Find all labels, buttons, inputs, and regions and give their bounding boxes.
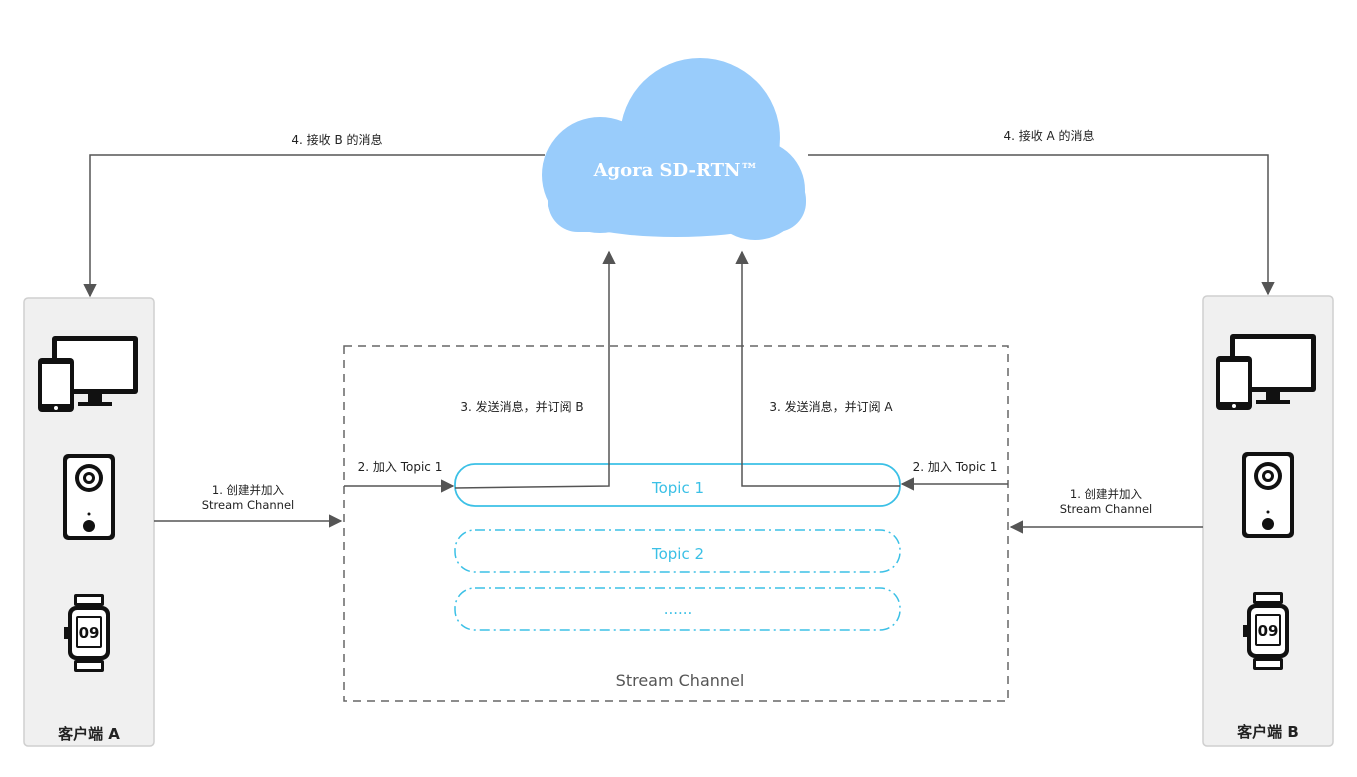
label-send-subscribe-b: 3. 发送消息，并订阅 B <box>460 399 583 414</box>
topic-2-label: Topic 2 <box>651 545 704 563</box>
stream-channel-box <box>343 345 1009 702</box>
topic-2-pill <box>454 529 901 573</box>
client-b-label: 客户端 B <box>1236 723 1299 741</box>
topic-more-label: ...... <box>664 600 693 618</box>
topic-1-pill <box>454 463 901 507</box>
desktop-phone-icon <box>1216 334 1316 410</box>
watch-display-text: 09 <box>79 624 100 642</box>
desktop-phone-icon <box>38 336 138 412</box>
cloud-label: Agora SD-RTN™ <box>593 160 759 181</box>
arrow-receive-a <box>808 154 1275 296</box>
stream-channel-label: Stream Channel <box>616 671 745 690</box>
label-create-join-right-2: Stream Channel <box>1060 502 1152 516</box>
topic-more-pill <box>454 587 901 631</box>
label-join-topic-left: 2. 加入 Topic 1 <box>358 460 443 474</box>
watch-display-text: 09 <box>1258 622 1279 640</box>
label-create-join-left-1: 1. 创建并加入 <box>212 483 285 497</box>
client-b-panel: 09 客户端 B <box>1202 295 1334 747</box>
label-join-topic-right: 2. 加入 Topic 1 <box>913 460 998 474</box>
door-camera-icon <box>63 454 115 540</box>
label-create-join-left-2: Stream Channel <box>202 498 294 512</box>
client-a-panel: 09 客户端 A <box>23 297 155 747</box>
label-receive-b: 4. 接收 B 的消息 <box>291 132 382 147</box>
client-a-label: 客户端 A <box>57 725 120 743</box>
label-send-subscribe-a: 3. 发送消息，并订阅 A <box>769 399 893 414</box>
arrow-receive-b <box>83 154 545 298</box>
smartwatch-icon: 09 <box>64 594 110 672</box>
label-receive-a: 4. 接收 A 的消息 <box>1003 128 1094 143</box>
cloud-node: Agora SD-RTN™ <box>542 58 806 240</box>
door-camera-icon <box>1242 452 1294 538</box>
topic-1-label: Topic 1 <box>651 479 704 497</box>
smartwatch-icon: 09 <box>1243 592 1289 670</box>
arrow-send-subscribe-a <box>735 250 900 487</box>
label-create-join-right-1: 1. 创建并加入 <box>1070 487 1143 501</box>
arrow-send-subscribe-b <box>454 250 616 489</box>
